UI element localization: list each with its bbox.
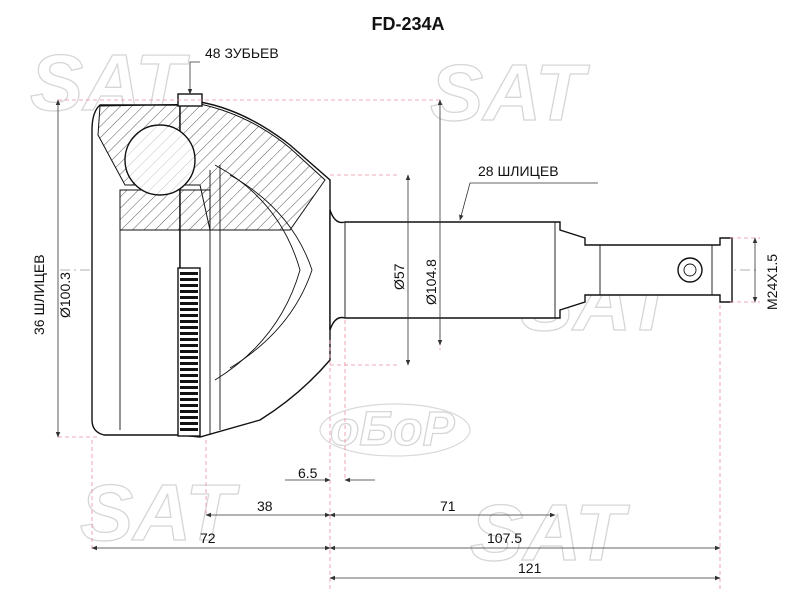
label-d-inner: Ø100.3 — [57, 272, 73, 318]
abs-tooth — [180, 332, 198, 335]
abs-tooth — [180, 326, 198, 329]
abs-tooth — [180, 290, 198, 293]
abs-tooth — [180, 350, 198, 353]
abs-tooth — [180, 272, 198, 275]
abs-tooth — [180, 284, 198, 287]
abs-tooth — [180, 392, 198, 395]
dim-107-5: 107.5 — [487, 530, 522, 546]
abs-tooth — [180, 314, 198, 317]
watermark-sat-5: SAT — [80, 468, 240, 557]
abs-tooth — [180, 428, 198, 431]
label-thread: M24X1.5 — [764, 254, 780, 310]
abs-tooth — [180, 278, 198, 281]
abs-tooth — [180, 398, 198, 401]
abs-tooth — [180, 302, 198, 305]
dim-71: 71 — [440, 498, 456, 514]
abs-tooth — [180, 308, 198, 311]
label-d-stub: Ø57 — [391, 263, 407, 290]
part-number-title: FD-234A — [371, 14, 444, 34]
abs-tooth — [180, 410, 198, 413]
abs-tooth — [180, 422, 198, 425]
label-splines-outer: 28 ШЛИЦЕВ — [478, 163, 559, 179]
dim-6-5: 6.5 — [298, 465, 318, 481]
abs-tooth — [180, 416, 198, 419]
dim-72: 72 — [200, 530, 216, 546]
abs-tooth — [180, 344, 198, 347]
watermark-obor: оБоР — [330, 403, 456, 456]
abs-ring — [177, 267, 201, 437]
abs-tooth — [180, 296, 198, 299]
watermark-ellipse — [319, 403, 471, 457]
abs-tooth — [180, 320, 198, 323]
abs-tooth — [180, 356, 198, 359]
watermark-sat-6: SAT — [470, 488, 630, 577]
dim-121: 121 — [518, 560, 542, 576]
label-teeth: 48 ЗУБЬЕВ — [205, 45, 279, 61]
label-splines-inner: 36 ШЛИЦЕВ — [31, 254, 47, 335]
abs-tooth — [180, 404, 198, 407]
abs-tooth — [180, 380, 198, 383]
watermark-sat-2: SAT — [430, 48, 590, 137]
extension-lines — [58, 99, 760, 590]
dim-38: 38 — [257, 498, 273, 514]
abs-tooth — [180, 338, 198, 341]
abs-tooth — [180, 386, 198, 389]
abs-tooth — [180, 374, 198, 377]
label-d-outer: Ø104.8 — [423, 259, 439, 305]
annotation-labels: 48 ЗУБЬЕВ 28 ШЛИЦЕВ 36 ШЛИЦЕВ Ø100.3 Ø57… — [31, 45, 780, 576]
abs-tooth — [180, 362, 198, 365]
dimension-lines — [55, 61, 758, 581]
abs-tooth — [180, 368, 198, 371]
joint-housing — [91, 93, 331, 438]
